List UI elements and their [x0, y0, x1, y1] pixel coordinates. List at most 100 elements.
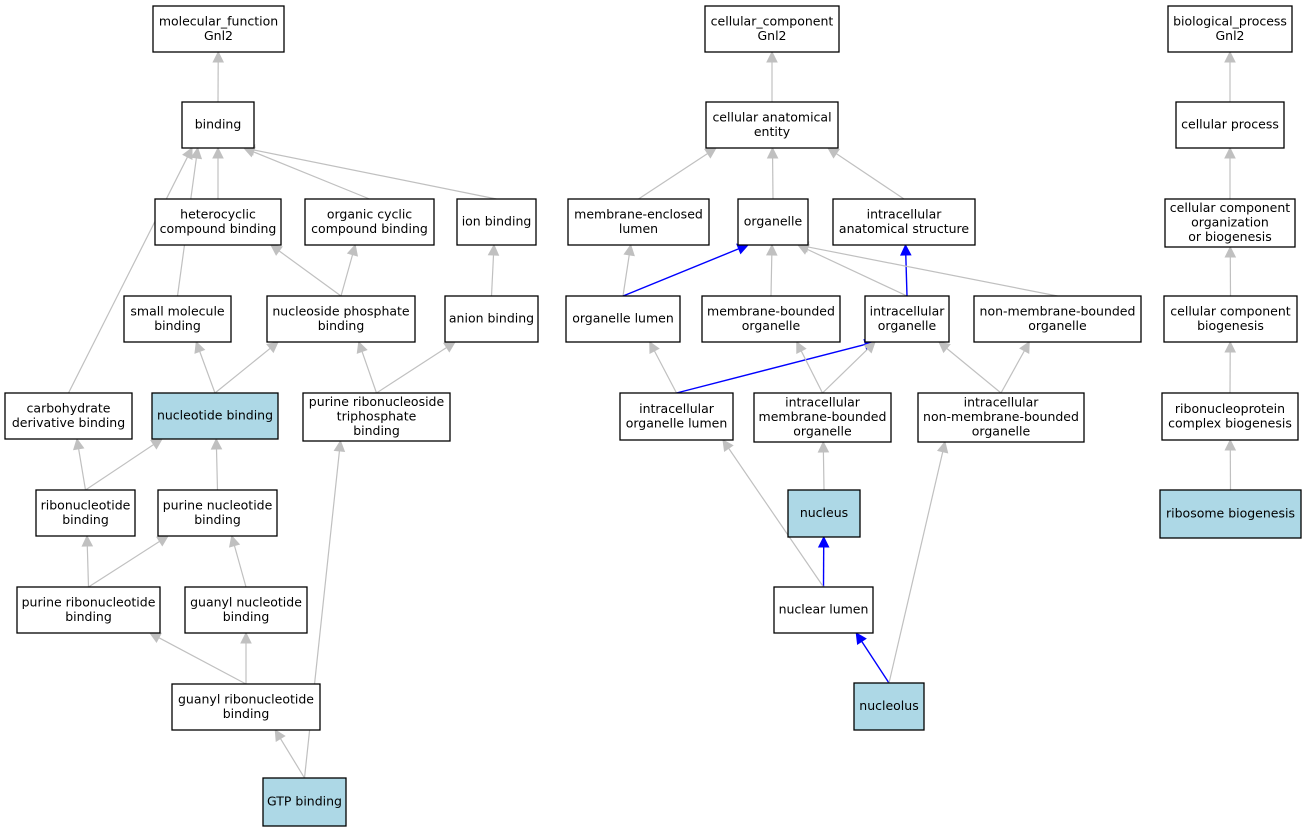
arrowhead — [1224, 50, 1236, 63]
edge-imbo-to-mbo — [796, 341, 824, 394]
edge-ias-to-cae — [827, 147, 905, 200]
node-label: organelle lumen — [626, 415, 728, 430]
node-organelle-lumen[interactable]: organelle lumen — [565, 295, 681, 343]
edge-line — [215, 448, 219, 491]
arrowhead — [766, 146, 779, 159]
edge-cae-to-cc — [766, 50, 778, 102]
node-nucleus[interactable]: nucleus — [787, 489, 861, 538]
edge-imbo-to-io — [822, 341, 876, 394]
arrowhead — [228, 534, 241, 548]
node-label: nucleolus — [859, 698, 918, 713]
node-label: compound binding — [160, 221, 277, 236]
node-box — [157, 489, 278, 537]
node-binding[interactable]: binding — [181, 101, 255, 149]
node-nucleotide-binding[interactable]: nucleotide binding — [151, 392, 279, 440]
node-gtp[interactable]: GTP binding — [262, 777, 347, 827]
arrowhead — [863, 341, 876, 354]
arrowhead — [266, 341, 279, 354]
edge-line — [490, 254, 495, 297]
node-cp[interactable]: cellular process — [1175, 101, 1285, 149]
node-inmbo[interactable]: intracellularnon-membrane-boundedorganel… — [917, 392, 1085, 443]
node-label: binding — [223, 609, 270, 624]
node-label: nucleotide binding — [157, 408, 273, 423]
node-nucleolus[interactable]: nucleolus — [853, 682, 925, 731]
node-label: ion binding — [462, 214, 532, 229]
edge-line — [638, 152, 708, 200]
edge-line — [676, 343, 866, 394]
node-box — [304, 198, 435, 246]
edge-io-to-ias — [900, 243, 912, 297]
edge-inmbo-to-nmbo — [1000, 341, 1030, 394]
arrowhead — [817, 535, 830, 548]
edge-guanyl-nucleotide-to-purine-nucleotide — [228, 534, 247, 588]
edge-purine-ribonucleotide-to-ribonucleotide — [81, 534, 94, 588]
edge-iol-to-organelle-lumen — [649, 341, 678, 394]
edge-line — [800, 350, 824, 394]
node-label: ribonucleotide — [41, 497, 131, 512]
node-label: organelle — [1028, 318, 1087, 333]
edge-purine-ribonucleotide-to-purine-nucleotide — [88, 535, 169, 588]
arrowhead — [765, 243, 778, 256]
node-box — [302, 392, 451, 442]
node-label: cellular component — [1170, 303, 1290, 318]
node-box — [1167, 5, 1293, 53]
node-label: organelle lumen — [572, 311, 674, 326]
node-label: small molecule — [130, 303, 225, 318]
node-label: binding — [223, 706, 270, 721]
node-label: non-membrane-bounded — [923, 409, 1079, 424]
edge-binding-to-mf — [212, 50, 225, 103]
node-label: organelle — [878, 318, 937, 333]
node-ribosome[interactable]: ribosome biogenesis — [1159, 489, 1302, 539]
node-box — [565, 295, 681, 343]
edge-ribosome-to-rncb — [1224, 438, 1237, 491]
node-organelle[interactable]: organelle — [737, 198, 809, 246]
node-label: cellular_component — [711, 13, 834, 28]
node-label: anion binding — [449, 311, 534, 326]
node-box — [154, 198, 282, 246]
arrowhead — [182, 147, 193, 160]
node-label: organic cyclic — [327, 206, 412, 221]
arrowhead — [240, 631, 252, 644]
arrowhead — [704, 147, 717, 159]
node-label: nuclear lumen — [779, 602, 869, 617]
edge-line — [86, 545, 90, 588]
node-nuclear-lumen[interactable]: nuclear lumen — [773, 586, 874, 634]
node-label: GTP binding — [267, 794, 342, 809]
node-label: membrane-bounded — [759, 409, 887, 424]
node-anion-binding[interactable]: anion binding — [444, 295, 539, 343]
arrowhead — [1224, 146, 1236, 159]
arrowhead — [356, 340, 368, 354]
edge-line — [376, 346, 447, 394]
node-ion-binding[interactable]: ion binding — [456, 198, 537, 246]
arrowhead — [270, 244, 283, 256]
node-box — [184, 586, 308, 634]
edge-line — [233, 545, 247, 588]
node-label: non-membrane-bounded — [980, 303, 1136, 318]
node-label: binding — [62, 512, 109, 527]
